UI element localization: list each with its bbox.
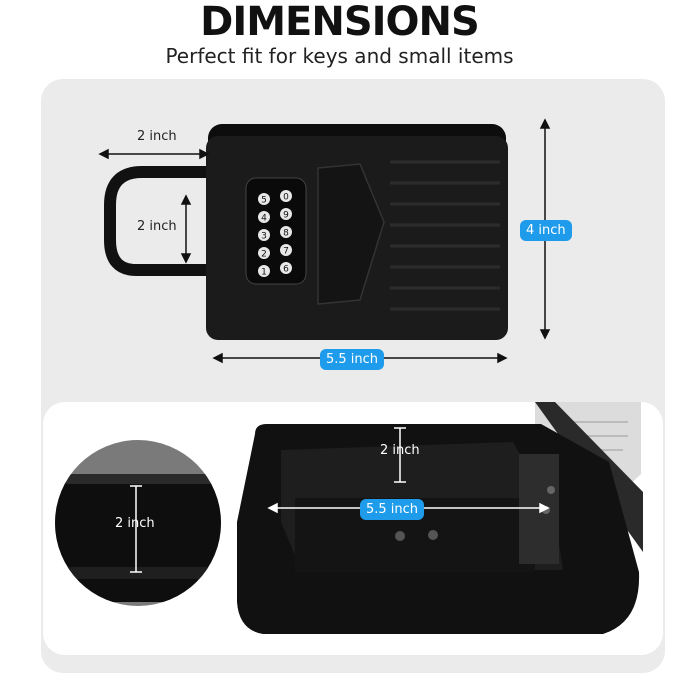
keypad-digit: 5 [261,196,267,206]
keypad-digit: 7 [283,247,289,257]
keypad-digit: 0 [283,193,289,203]
page-subtitle: Perfect fit for keys and small items [165,44,514,68]
depth-label: 2 inch [380,443,420,458]
keypad-digit: 9 [283,211,289,221]
keypad-digit: 2 [261,250,267,260]
keypad-digit: 1 [261,268,267,278]
slide-cover [317,163,385,305]
length-pill: 5.5 inch [320,349,385,370]
keypad-digit: 4 [261,214,267,224]
inner-length-pill: 5.5 inch [360,499,425,520]
width-label: 2 inch [134,129,180,144]
page-title: DIMENSIONS [200,0,480,45]
shackle-label: 2 inch [134,219,180,234]
keypad-plate [245,177,307,285]
side-depth-label: 2 inch [115,516,155,531]
shackle-shape [104,166,212,276]
keypad-digit: 6 [283,265,289,275]
height-pill: 4 inch [520,220,572,241]
lockbox-open-illustration [55,402,643,634]
keypad-digit: 8 [283,229,289,239]
keypad-digit: 3 [261,232,267,242]
open-view-card: 2 inch 5.5 inch 2 inch [43,402,663,655]
keypad-buttons [258,190,292,277]
